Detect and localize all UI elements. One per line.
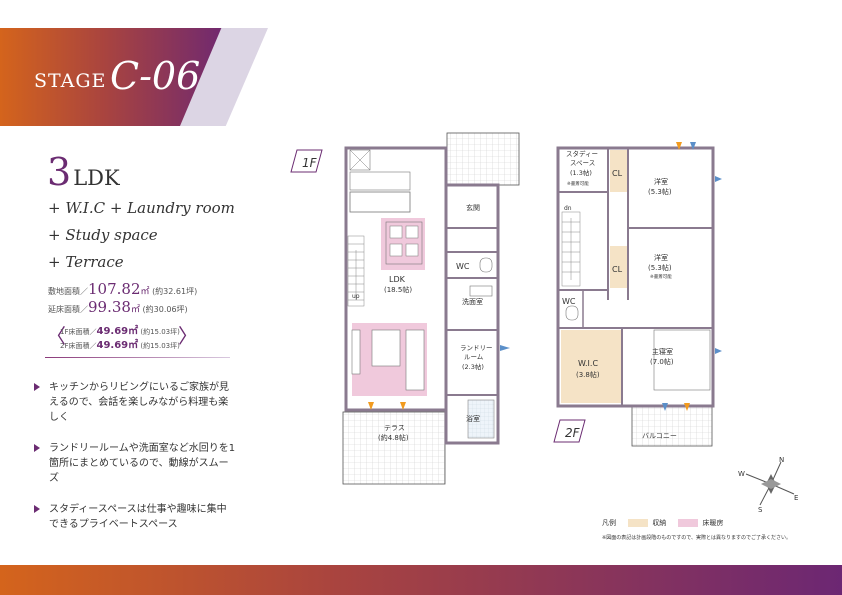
plan-1f: 1F up [290,132,520,485]
floor-label-2f: 2F [553,419,586,443]
arrow-icon [34,505,40,513]
site-area: 敷地面積／107.82㎡ (約32.61坪) [48,280,198,298]
airflow-icons-2f [662,142,722,411]
arrow-icon [34,444,40,452]
footer-bar [0,565,842,595]
legend: 凡例 収納 床暖房 [602,518,723,528]
room-bath: 浴室 [466,414,480,423]
room-wc-2f: WC [562,297,576,306]
legend-storage-swatch [628,519,649,527]
room-wc-1f: WC [456,262,470,271]
bed [653,329,711,391]
compass-s: S [758,506,763,514]
floor-label-1f-text: 1F [302,156,318,170]
floor-label-1f: 1F [290,149,323,173]
room-laundry-1: ランドリー [460,344,493,352]
room-study-size: (1.3帖) [570,168,592,177]
bathtub [467,399,495,439]
room-terrace-size: (約4.8帖) [378,433,409,442]
stage-label: STAGE [34,70,107,92]
room-ldk: LDK [389,275,406,284]
storage-wic [561,330,621,403]
legend-title: 凡例 [602,519,616,527]
room-study-note: ※書斎可能 [567,180,589,187]
room-wic: W.I.C [578,359,598,368]
room-western1: 洋室 [654,177,668,186]
room-western2: 洋室 [654,253,668,262]
point-study: スタディースペースは仕事や趣味に集中できるプライベートスペース [34,502,236,532]
room-study-2: スペース [570,159,595,167]
feature-study: + Study space [48,226,158,244]
room-entrance: 玄関 [466,203,480,212]
storage-cl2 [610,246,628,288]
room-master: 主寝室 [652,347,673,356]
room-washroom: 洗面室 [462,297,483,306]
room-cl1: CL [612,169,623,178]
total-floor-area: 延床面積／99.38㎡ (約30.06坪) [48,298,188,316]
stage-code: C-06 [110,54,201,98]
floor1-area: 1F床面積／49.69㎡ (約15.03坪) [60,326,180,337]
entrance-porch [446,132,520,186]
terrace [342,411,446,485]
legend-storage: 収納 [652,519,667,527]
bracket-left: 〈 [46,324,66,348]
dn-label: dn [564,205,572,212]
room-terrace: テラス [384,424,405,432]
up-label: up [352,293,360,300]
layout-type: 3LDK [47,150,120,194]
compass-w: W [738,470,745,478]
disclaimer-note: ※図面の表記は計画段階のものですので、実際とは異なりますのでご了承ください。 [602,535,791,541]
plan-2f: 2F dn スタディー スペース ( [553,142,722,447]
compass-n: N [779,456,784,464]
point-kitchen: キッチンからリビングにいるご家族が見えるので、会話を楽しみながら料理も楽しく [34,380,236,425]
stairs-2f [561,211,581,287]
compass-e: E [794,494,798,502]
bracket-right: 〉 [178,324,198,348]
stairs-1f [347,235,365,307]
airflow-icons-1f [368,345,510,410]
arrow-icon [34,383,40,391]
heating-zone-kitchen [381,218,425,270]
room-cl2: CL [612,265,623,274]
room-ldk-size: (18.5帖) [384,285,412,294]
floor2-area: 2F床面積／49.69㎡ (約15.03坪) [60,340,180,351]
feature-wic-laundry: + W.I.C + Laundry room [48,199,235,217]
room-laundry-2: ルーム [464,353,484,361]
legend-heating-swatch [678,519,699,527]
room-western1-size: (5.3帖) [648,187,672,196]
separator [45,357,230,358]
room-laundry-size: (2.3帖) [462,362,484,371]
feature-terrace: + Terrace [48,253,124,271]
room-study-1: スタディー [566,149,598,158]
balcony [631,405,713,447]
storage-cl1 [610,150,628,192]
floor-label-2f-text: 2F [565,426,581,440]
room-western2-note: ※書斎可能 [650,273,672,280]
layout-label: LDK [73,166,120,190]
room-balcony: バルコニー [642,432,677,440]
legend-heating: 床暖房 [702,519,724,527]
room-master-size: (7.0帖) [650,357,674,366]
room-western2-size: (5.3帖) [648,263,672,272]
point-laundry: ランドリールームや洗面室など水回りを1箇所にまとめているので、動線がスムーズ [34,441,236,486]
compass: N S E W [738,456,798,514]
room-wic-size: (3.8帖) [576,370,600,379]
layout-number: 3 [47,150,72,194]
